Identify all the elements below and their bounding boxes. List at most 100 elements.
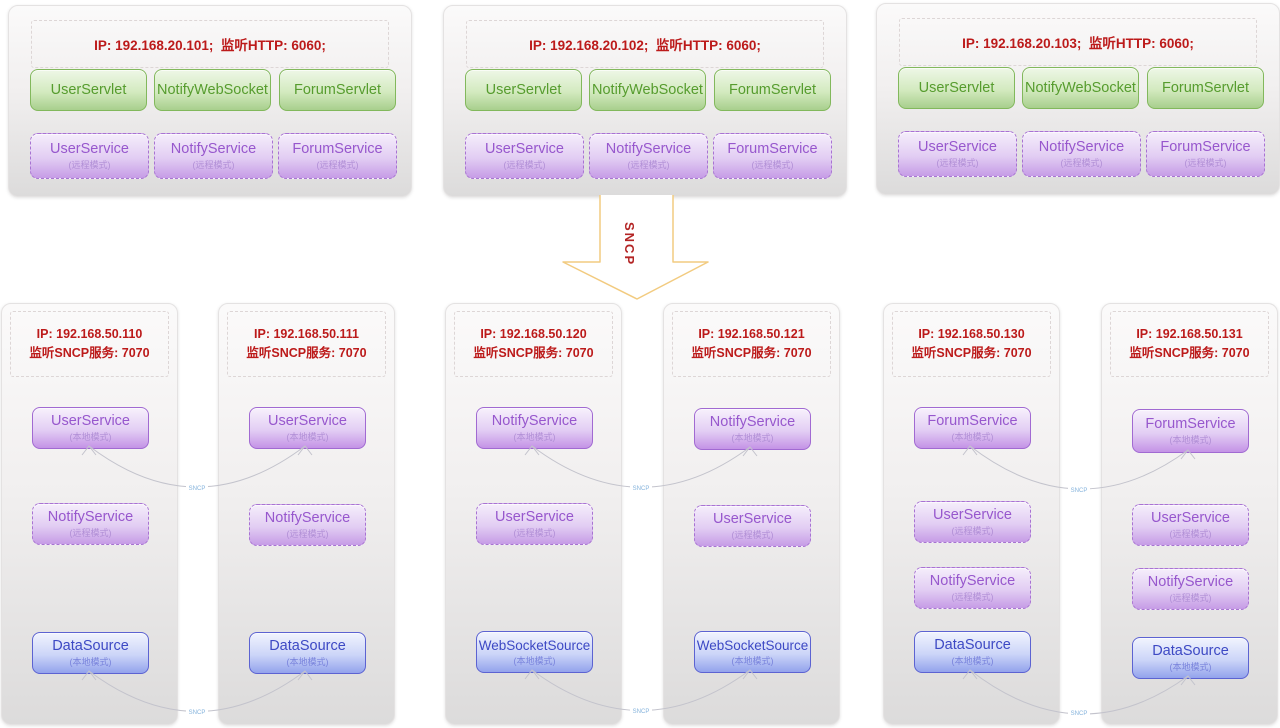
service-box: UserService (远程模式) xyxy=(476,503,593,545)
service-name: WebSocketSource xyxy=(696,637,809,653)
service-mode: (本地模式) xyxy=(513,432,556,442)
service-box: DataSource (本地模式) xyxy=(249,632,366,674)
service-mode: (本地模式) xyxy=(286,657,329,667)
connector-label-bg xyxy=(1068,485,1090,493)
http-server-panel: IP: 192.168.20.102; 监听HTTP: 6060; UserSe… xyxy=(443,5,847,197)
connector-label-bg xyxy=(1068,708,1090,716)
service-name: UserService xyxy=(50,141,129,157)
service-mode: (远程模式) xyxy=(1169,593,1212,603)
servlet-box: NotifyWebSocket xyxy=(154,69,271,111)
connector-label-bg xyxy=(630,706,652,714)
servlet-box: ForumServlet xyxy=(279,69,396,111)
servlet-box: ForumServlet xyxy=(1147,67,1264,109)
service-mode: (远程模式) xyxy=(503,160,546,170)
service-box: NotifyService (本地模式) xyxy=(694,408,811,450)
service-mode: (远程模式) xyxy=(751,160,794,170)
service-name: UserService xyxy=(918,139,997,155)
service-name: ForumService xyxy=(1145,416,1236,432)
service-box: DataSource (本地模式) xyxy=(1132,637,1249,679)
connector-label-bg xyxy=(186,707,208,715)
ip-label: IP: 192.168.50.111 监听SNCP服务: 7070 xyxy=(227,311,386,377)
ip-line: IP: 192.168.50.111 xyxy=(254,326,359,341)
service-box: UserService (远程模式) xyxy=(914,501,1031,543)
port-line: 监听SNCP服务: 7070 xyxy=(1129,346,1250,360)
sncp-arrow-label: SNCP xyxy=(622,222,637,267)
ip-label: IP: 192.168.50.120 监听SNCP服务: 7070 xyxy=(454,311,613,377)
ip-label: IP: 192.168.20.101; 监听HTTP: 6060; xyxy=(31,20,389,68)
service-box: DataSource (本地模式) xyxy=(914,631,1031,673)
service-mode: (远程模式) xyxy=(69,528,112,538)
http-server-panel: IP: 192.168.20.101; 监听HTTP: 6060; UserSe… xyxy=(8,5,412,197)
ip-line: IP: 192.168.50.130 xyxy=(918,326,1025,341)
service-name: UserService xyxy=(713,511,792,527)
sncp-node-panel: IP: 192.168.50.120 监听SNCP服务: 7070 Notify… xyxy=(445,303,622,725)
service-box: ForumService (远程模式) xyxy=(1146,131,1265,177)
service-mode: (本地模式) xyxy=(951,432,994,442)
service-box: WebSocketSource (本地模式) xyxy=(476,631,593,673)
service-name: UserService xyxy=(933,507,1012,523)
sncp-node-panel: IP: 192.168.50.121 监听SNCP服务: 7070 Notify… xyxy=(663,303,840,725)
sncp-node-panel: IP: 192.168.50.130 监听SNCP服务: 7070 ForumS… xyxy=(883,303,1060,725)
service-name: UserService xyxy=(1151,510,1230,526)
servlet-box: NotifyWebSocket xyxy=(589,69,706,111)
service-name: NotifyService xyxy=(929,573,1016,589)
service-box: UserService (远程模式) xyxy=(465,133,584,179)
port-line: 监听SNCP服务: 7070 xyxy=(691,346,812,360)
ip-line: IP: 192.168.50.121 xyxy=(698,326,805,341)
service-name: ForumService xyxy=(727,141,818,157)
servlet-box: ForumServlet xyxy=(714,69,831,111)
service-name: UserService xyxy=(268,413,347,429)
ip-label: IP: 192.168.50.131 监听SNCP服务: 7070 xyxy=(1110,311,1269,377)
service-name: NotifyService xyxy=(170,141,257,157)
servlet-box: NotifyWebSocket xyxy=(1022,67,1139,109)
service-mode: (本地模式) xyxy=(69,657,112,667)
service-mode: (远程模式) xyxy=(627,160,670,170)
service-box: NotifyService (远程模式) xyxy=(154,133,273,179)
service-mode: (本地模式) xyxy=(731,655,774,666)
servlet-box: UserServlet xyxy=(898,67,1015,109)
connector-label: SNCP xyxy=(633,486,650,492)
connector-label-bg xyxy=(186,483,208,491)
sncp-node-panel: IP: 192.168.50.110 监听SNCP服务: 7070 UserSe… xyxy=(1,303,178,725)
service-name: WebSocketSource xyxy=(478,637,591,653)
service-box: NotifyService (远程模式) xyxy=(1132,568,1249,610)
service-mode: (本地模式) xyxy=(951,656,994,666)
port-line: 监听SNCP服务: 7070 xyxy=(29,346,150,360)
service-box: DataSource (本地模式) xyxy=(32,632,149,674)
service-mode: (远程模式) xyxy=(951,592,994,602)
service-mode: (远程模式) xyxy=(936,158,979,168)
service-box: ForumService (本地模式) xyxy=(914,407,1031,449)
service-name: NotifyService xyxy=(1038,139,1125,155)
connector-label: SNCP xyxy=(189,710,206,716)
service-box: UserService (远程模式) xyxy=(30,133,149,179)
service-box: UserService (远程模式) xyxy=(898,131,1017,177)
connector-label-bg xyxy=(630,483,652,491)
connector-label: SNCP xyxy=(1071,488,1088,494)
service-mode: (远程模式) xyxy=(513,528,556,538)
service-box: ForumService (远程模式) xyxy=(278,133,397,179)
service-box: NotifyService (远程模式) xyxy=(589,133,708,179)
service-name: NotifyService xyxy=(709,414,796,430)
servlet-box: UserServlet xyxy=(465,69,582,111)
ip-label: IP: 192.168.50.121 监听SNCP服务: 7070 xyxy=(672,311,831,377)
service-box: NotifyService (远程模式) xyxy=(914,567,1031,609)
service-mode: (远程模式) xyxy=(68,160,111,170)
service-box: UserService (远程模式) xyxy=(694,505,811,547)
sncp-node-panel: IP: 192.168.50.131 监听SNCP服务: 7070 ForumS… xyxy=(1101,303,1278,725)
service-name: DataSource xyxy=(269,638,346,654)
connector-label: SNCP xyxy=(1071,711,1088,717)
service-name: ForumService xyxy=(1160,139,1251,155)
service-name: DataSource xyxy=(934,637,1011,653)
service-name: DataSource xyxy=(1152,643,1229,659)
service-name: UserService xyxy=(51,413,130,429)
port-line: 监听SNCP服务: 7070 xyxy=(911,346,1032,360)
service-mode: (远程模式) xyxy=(951,526,994,536)
service-name: NotifyService xyxy=(264,510,351,526)
service-box: UserService (本地模式) xyxy=(32,407,149,449)
service-name: UserService xyxy=(495,509,574,525)
service-mode: (远程模式) xyxy=(316,160,359,170)
service-mode: (本地模式) xyxy=(69,432,112,442)
service-mode: (本地模式) xyxy=(731,433,774,443)
service-name: DataSource xyxy=(52,638,129,654)
